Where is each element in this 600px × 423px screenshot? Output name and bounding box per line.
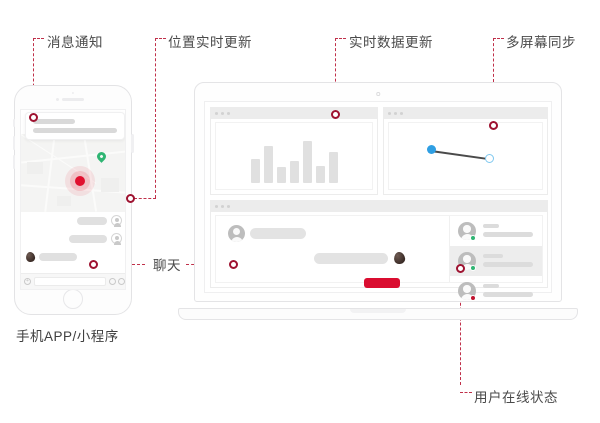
connector-realtime-data-stub <box>335 38 346 39</box>
message-bubble <box>314 253 388 264</box>
phone-power-button[interactable] <box>131 134 134 153</box>
avatar <box>111 233 122 245</box>
minimize-icon[interactable] <box>221 112 224 115</box>
bar-chart-window[interactable] <box>210 107 378 195</box>
maximize-icon[interactable] <box>400 112 403 115</box>
bar-6 <box>315 166 325 183</box>
phone-sensor-dot <box>71 92 75 95</box>
chat-window-body <box>215 215 543 301</box>
bar-4 <box>289 160 299 183</box>
connector-user-status-stub <box>460 392 472 393</box>
marker-location-realtime <box>126 194 135 203</box>
user-list-item[interactable] <box>450 216 542 246</box>
marker-message-notification <box>29 113 38 122</box>
plus-icon[interactable]: + <box>24 278 31 285</box>
marker-user-online-status <box>456 264 465 273</box>
user-list <box>449 216 542 301</box>
node-graph-body <box>388 122 543 190</box>
emoji-picker-icon[interactable] <box>109 278 116 285</box>
bar-chart <box>216 137 372 183</box>
connector-realtime-data-vertical <box>335 38 336 112</box>
phone-volume-down-button[interactable] <box>12 155 15 169</box>
close-icon[interactable] <box>388 112 391 115</box>
marker-chat-laptop <box>229 260 238 269</box>
window-controls[interactable] <box>388 112 403 115</box>
annotation-label-location-realtime: 位置实时更新 <box>168 35 252 50</box>
laptop-base-notch <box>350 309 406 313</box>
emoji-icon <box>393 251 406 265</box>
message-bubble <box>250 228 306 239</box>
notification-title-placeholder <box>33 119 75 124</box>
map-view[interactable] <box>21 134 125 212</box>
avatar <box>111 215 122 227</box>
bar-1 <box>250 159 260 183</box>
graph-node-filled[interactable] <box>427 145 436 154</box>
bar-2 <box>263 146 273 183</box>
phone-mute-button[interactable] <box>12 119 15 127</box>
maximize-icon[interactable] <box>227 112 230 115</box>
node-graph-window[interactable] <box>383 107 548 195</box>
window-titlebar <box>211 201 547 212</box>
chat-window[interactable] <box>210 200 548 301</box>
laptop-mockup <box>178 82 578 322</box>
marker-realtime-data <box>331 110 340 119</box>
laptop-camera-icon <box>376 92 380 96</box>
window-titlebar <box>211 108 377 119</box>
connector-multi-screen-vertical <box>493 38 494 123</box>
more-options-icon[interactable] <box>118 278 125 285</box>
connector-location-vertical <box>155 38 156 198</box>
send-button[interactable] <box>364 278 400 288</box>
connector-message-notification-stub <box>33 38 44 39</box>
message-input[interactable] <box>34 277 106 286</box>
location-marker-dot <box>75 176 85 186</box>
connector-multi-screen-stub <box>493 38 504 39</box>
minimize-icon[interactable] <box>221 205 224 208</box>
phone-volume-up-button[interactable] <box>12 136 15 150</box>
close-icon[interactable] <box>215 112 218 115</box>
status-badge-online <box>470 265 476 271</box>
bar-7 <box>328 151 338 183</box>
status-badge-online <box>470 235 476 241</box>
maximize-icon[interactable] <box>227 205 230 208</box>
connector-location-horizontal <box>134 198 156 199</box>
laptop-lid <box>194 82 562 302</box>
phone-speaker <box>62 98 84 102</box>
phone-screen: + <box>20 109 126 290</box>
connector-user-status-vertical <box>460 268 461 385</box>
phone-mockup: + <box>12 85 134 315</box>
annotation-label-realtime-data: 实时数据更新 <box>349 35 433 50</box>
annotation-label-user-online-status: 用户在线状态 <box>474 390 558 405</box>
avatar <box>228 225 245 242</box>
notification-card[interactable] <box>25 112 125 140</box>
minimize-icon[interactable] <box>394 112 397 115</box>
user-list-item[interactable] <box>450 276 542 306</box>
user-list-item[interactable] <box>450 246 542 276</box>
laptop-screen <box>204 101 552 301</box>
bar-chart-body <box>215 122 373 190</box>
graph-edge <box>430 150 489 160</box>
annotation-label-chat: 聊天 <box>153 258 181 273</box>
emoji-icon <box>25 251 36 263</box>
connector-message-notification-vertical <box>33 38 34 117</box>
status-badge-offline <box>470 295 476 301</box>
caption-mobile-app: 手机APP/小程序 <box>16 329 119 344</box>
window-controls[interactable] <box>215 112 230 115</box>
bar-3 <box>276 167 286 183</box>
phone-home-button[interactable] <box>63 289 83 309</box>
connector-location-stub <box>155 38 166 39</box>
annotation-label-message-notification: 消息通知 <box>47 35 103 50</box>
marker-multi-screen-sync <box>489 121 498 130</box>
close-icon[interactable] <box>215 205 218 208</box>
phone-camera-icon <box>56 98 59 102</box>
bar-5 <box>302 140 312 183</box>
laptop-base <box>178 308 578 320</box>
marker-chat-phone <box>89 260 98 269</box>
annotation-label-multi-screen-sync: 多屏幕同步 <box>506 35 576 50</box>
window-controls[interactable] <box>215 205 230 208</box>
notification-body-placeholder <box>33 128 117 133</box>
phone-chat-input-bar[interactable]: + <box>21 273 125 289</box>
window-titlebar <box>384 108 547 119</box>
phone-chat-list <box>21 214 125 274</box>
graph-node-hollow[interactable] <box>485 154 494 163</box>
